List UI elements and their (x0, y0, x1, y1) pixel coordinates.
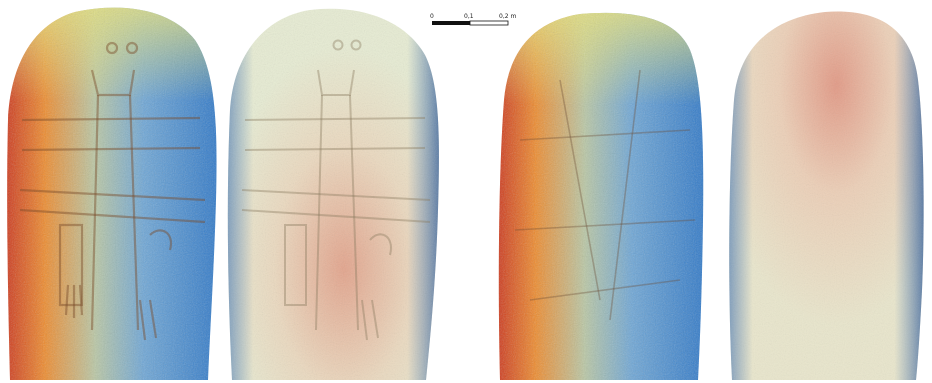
scale-label-0-2: 0,2 m (499, 13, 516, 20)
scale-bar-black-segment (432, 21, 470, 25)
back-carvings (514, 69, 696, 321)
front-curvature-carvings (241, 39, 431, 341)
panel-front-elevation (7, 7, 217, 380)
front-carvings (19, 41, 206, 341)
panel-front-curvature (227, 8, 439, 380)
scale-label-0: 0 (430, 13, 434, 20)
panel-back-elevation (498, 12, 704, 380)
panel-back-curvature (729, 11, 924, 380)
scale-bar-white-segment (469, 20, 509, 26)
scale-label-0-1: 0,1 (464, 13, 474, 20)
scale-bar: 0 0,1 0,2 m (430, 13, 516, 26)
